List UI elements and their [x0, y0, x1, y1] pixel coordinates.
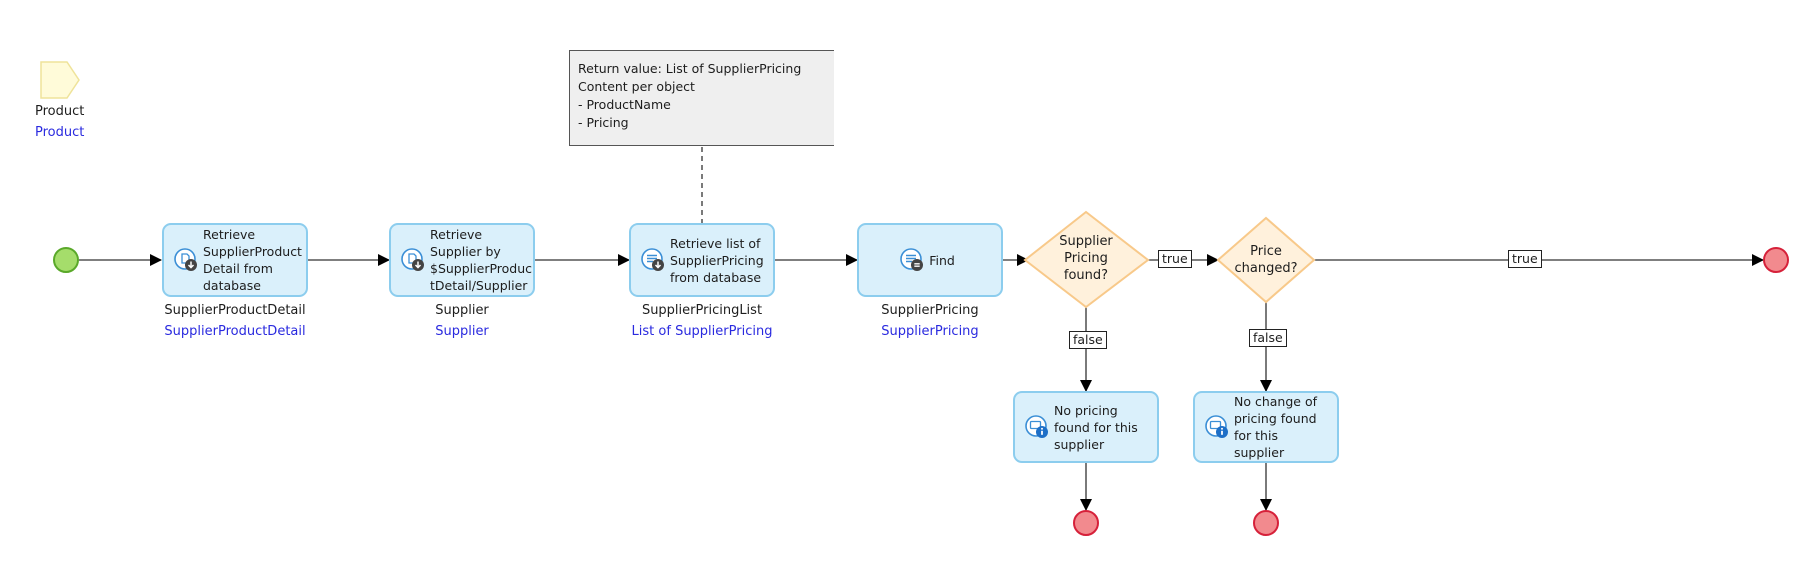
- activity-show-message-no-pricing[interactable]: No pricing found for this supplier: [1013, 391, 1159, 463]
- show-message-icon: [1205, 415, 1228, 438]
- parameter-name: Product: [35, 104, 85, 119]
- activity-label: No change of pricing found for this supp…: [1234, 394, 1317, 460]
- activity-label: Find: [929, 252, 955, 268]
- activity-retrieve-supplier[interactable]: Retrieve Supplier by $SupplierProduc tDe…: [389, 223, 535, 297]
- activity-label: Retrieve list of SupplierPricing from da…: [670, 235, 764, 285]
- end-event-no-change[interactable]: [1253, 510, 1279, 536]
- return-value-annotation[interactable]: Return value: List of SupplierPricing Co…: [569, 50, 834, 146]
- flow-label-false[interactable]: false: [1249, 329, 1287, 347]
- end-event-no-pricing[interactable]: [1073, 510, 1099, 536]
- retrieve-icon: [401, 248, 424, 271]
- activity-label: Retrieve Supplier by $SupplierProduc tDe…: [430, 227, 533, 293]
- decision-price-changed-shape[interactable]: [1216, 216, 1316, 304]
- output-variable-type[interactable]: SupplierPricing: [881, 324, 979, 339]
- parameter-shape[interactable]: [40, 61, 80, 99]
- flow-label-true[interactable]: true: [1508, 250, 1542, 268]
- output-variable-name: SupplierPricingList: [641, 303, 763, 318]
- output-variable-type[interactable]: SupplierProductDetail: [164, 324, 306, 339]
- output-variable-name: SupplierProductDetail: [164, 303, 306, 318]
- activity-retrieve-supplier-pricing-list[interactable]: Retrieve list of SupplierPricing from da…: [629, 223, 775, 297]
- flow-label-false[interactable]: false: [1069, 331, 1107, 349]
- annotation-line: Content per object: [578, 79, 695, 94]
- flow-label-true[interactable]: true: [1158, 250, 1192, 268]
- annotation-line: - ProductName: [578, 97, 671, 112]
- activity-show-message-no-change[interactable]: No change of pricing found for this supp…: [1193, 391, 1339, 463]
- decision-price-changed[interactable]: Price changed?: [1234, 244, 1298, 276]
- activity-find[interactable]: Find: [857, 223, 1003, 297]
- output-variable-name: Supplier: [435, 303, 489, 318]
- annotation-line: Return value: List of SupplierPricing: [578, 61, 802, 76]
- show-message-icon: [1025, 415, 1048, 438]
- annotation-line: - Pricing: [578, 115, 629, 130]
- output-variable-type[interactable]: List of SupplierPricing: [631, 324, 773, 339]
- list-retrieve-icon: [641, 248, 664, 271]
- activity-label: No pricing found for this supplier: [1054, 402, 1138, 452]
- activity-retrieve-supplier-product-detail[interactable]: Retrieve SupplierProduct Detail from dat…: [162, 223, 308, 297]
- end-event-main[interactable]: [1763, 247, 1789, 273]
- output-variable-name: SupplierPricing: [881, 303, 979, 318]
- start-event[interactable]: [53, 247, 79, 273]
- parameter-type[interactable]: Product: [35, 125, 85, 140]
- retrieve-icon: [174, 248, 197, 271]
- list-find-icon: [900, 248, 924, 271]
- decision-pricing-found[interactable]: Supplier Pricing found?: [1059, 234, 1113, 283]
- decision-pricing-found-shape[interactable]: [1023, 210, 1150, 309]
- output-variable-type[interactable]: Supplier: [435, 324, 489, 339]
- activity-label: Retrieve SupplierProduct Detail from dat…: [203, 227, 302, 293]
